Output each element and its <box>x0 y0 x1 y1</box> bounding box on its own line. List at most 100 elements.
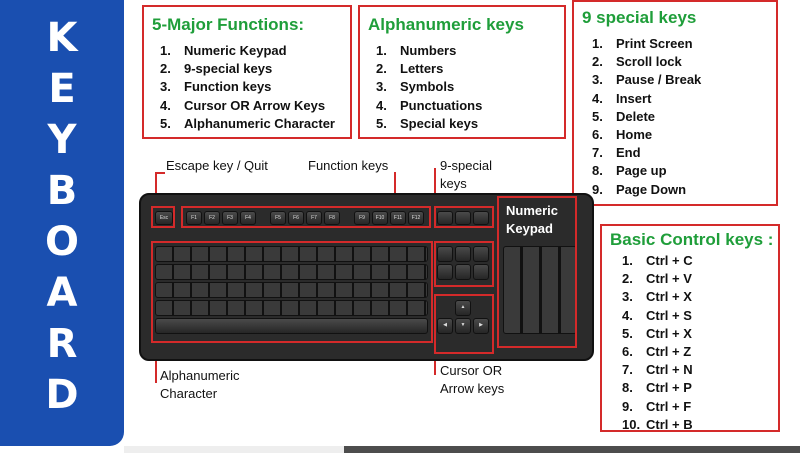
list-item: 10.Ctrl + B <box>622 416 693 432</box>
list-item: 4.Insert <box>592 90 652 106</box>
function-key: F7 <box>306 211 322 225</box>
arrow-right-key: ▶ <box>473 318 489 334</box>
numeric-keypad-highlight <box>497 196 577 348</box>
alphanumeric-keys-title: Alphanumeric keys <box>368 15 524 34</box>
list-item: 4.Punctuations <box>376 97 483 113</box>
numeric-keypad-keys <box>503 246 577 334</box>
nine-special-label-line2: keys <box>440 176 467 191</box>
list-item: 3.Symbols <box>376 79 455 95</box>
escape-pointer-line <box>155 172 165 174</box>
list-item: 1.Ctrl + C <box>622 253 693 268</box>
qwerty-row <box>155 264 428 280</box>
special-keys-title: 9 special keys <box>582 8 697 27</box>
keyboard-image: Esc F1 F2 F3 F4 F5 F6 F7 F8 F9 F10 F11 F… <box>139 193 594 361</box>
list-item: 5.Delete <box>592 108 656 124</box>
cursor-keys-label-line2: Arrow keys <box>440 381 505 396</box>
home-row <box>155 282 428 298</box>
function-pointer-line <box>394 172 396 206</box>
title-letter: K <box>46 15 78 61</box>
function-key: F1 <box>186 211 202 225</box>
list-item: 4.Ctrl + S <box>622 307 692 323</box>
function-key: F12 <box>408 211 424 225</box>
special-keys-box: 9 special keys 1.Print Screen 2.Scroll l… <box>572 0 778 206</box>
numeric-keypad-label-line1: Numeric <box>506 203 559 218</box>
alphanumeric-highlight <box>151 241 433 343</box>
major-functions-title: 5-Major Functions: <box>152 15 305 34</box>
title-letter: D <box>45 372 79 418</box>
nine-special-label-line1: 9-special <box>440 158 493 173</box>
escape-pointer-line <box>155 172 157 208</box>
title-letter: B <box>46 168 78 214</box>
list-item: 2.Scroll lock <box>592 54 682 70</box>
special-middle-highlight <box>434 241 494 287</box>
pause-key <box>473 211 489 225</box>
list-item: 8.Page up <box>592 163 667 179</box>
arrow-left-key: ◀ <box>437 318 453 334</box>
function-key: F11 <box>390 211 406 225</box>
shift-row <box>155 300 428 316</box>
list-item: 5.Ctrl + X <box>622 325 692 341</box>
list-item: 5.Special keys <box>376 115 479 131</box>
bottom-strip <box>344 446 800 453</box>
function-key: F6 <box>288 211 304 225</box>
function-key: F9 <box>354 211 370 225</box>
arrow-up-key: ▲ <box>455 300 471 316</box>
alphanumeric-label-line1: Alphanumeric <box>160 368 240 383</box>
delete-key <box>437 264 453 280</box>
function-keys-highlight <box>181 206 431 228</box>
list-item: 4.Cursor OR Arrow Keys <box>160 97 326 113</box>
list-item: 2.Letters <box>376 61 444 77</box>
space-row <box>155 318 428 334</box>
escape-key-label: Escape key / Quit <box>166 158 268 173</box>
list-item: 1.Numbers <box>376 43 457 58</box>
special-pointer-line <box>434 168 436 208</box>
end-key <box>455 264 471 280</box>
list-item: 9.Page Down <box>592 181 687 197</box>
list-item: 7.End <box>592 145 641 161</box>
function-key: F5 <box>270 211 286 225</box>
list-item: 3.Pause / Break <box>592 72 702 88</box>
scroll-lock-key <box>455 211 471 225</box>
list-item: 2.9-special keys <box>160 61 273 77</box>
escape-highlight <box>151 206 175 228</box>
print-screen-key <box>437 211 453 225</box>
function-keys-label: Function keys <box>308 158 389 173</box>
list-item: 1.Print Screen <box>592 36 693 51</box>
alphanumeric-keys-list: 1.Numbers 2.Letters 3.Symbols 4.Punctuat… <box>376 42 482 133</box>
list-item: 1.Numeric Keypad <box>160 43 287 58</box>
keyboard-title-banner: K E Y B O A R D <box>0 0 124 446</box>
cursor-keys-highlight <box>434 294 494 354</box>
function-key: F3 <box>222 211 238 225</box>
function-key: F10 <box>372 211 388 225</box>
special-keys-list: 1.Print Screen 2.Scroll lock 3.Pause / B… <box>592 35 701 199</box>
escape-key: Esc <box>155 211 173 225</box>
function-key: F8 <box>324 211 340 225</box>
basic-control-keys-list: 1.Ctrl + C 2.Ctrl + V 3.Ctrl + X 4.Ctrl … <box>622 252 693 434</box>
title-letter: Y <box>47 117 77 163</box>
alphanumeric-label-line2: Character <box>160 386 218 401</box>
list-item: 2.Ctrl + V <box>622 271 692 287</box>
special-top-highlight <box>434 206 494 228</box>
bottom-strip <box>124 446 344 453</box>
alpha-pointer-line <box>155 343 157 383</box>
list-item: 3.Ctrl + X <box>622 289 692 305</box>
home-key <box>455 246 471 262</box>
page-up-key <box>473 246 489 262</box>
list-item: 5.Alphanumeric Character <box>160 115 335 131</box>
list-item: 6.Ctrl + Z <box>622 344 692 360</box>
list-item: 6.Home <box>592 127 653 143</box>
numeric-keypad-label-line2: Keypad <box>506 221 553 236</box>
list-item: 7.Ctrl + N <box>622 362 693 378</box>
alphanumeric-keys-box: Alphanumeric keys 1.Numbers 2.Letters 3.… <box>358 5 566 139</box>
title-letter: O <box>44 219 79 265</box>
title-letter: R <box>46 321 78 367</box>
page-down-key <box>473 264 489 280</box>
title-letter: E <box>48 66 76 112</box>
function-key: F4 <box>240 211 256 225</box>
insert-key <box>437 246 453 262</box>
major-functions-box: 5-Major Functions: 1.Numeric Keypad 2.9-… <box>142 5 352 139</box>
cursor-keys-label-line1: Cursor OR <box>440 363 503 378</box>
number-row <box>155 246 428 262</box>
cursor-pointer-line <box>434 355 436 375</box>
basic-control-keys-box: Basic Control keys : 1.Ctrl + C 2.Ctrl +… <box>600 224 780 432</box>
